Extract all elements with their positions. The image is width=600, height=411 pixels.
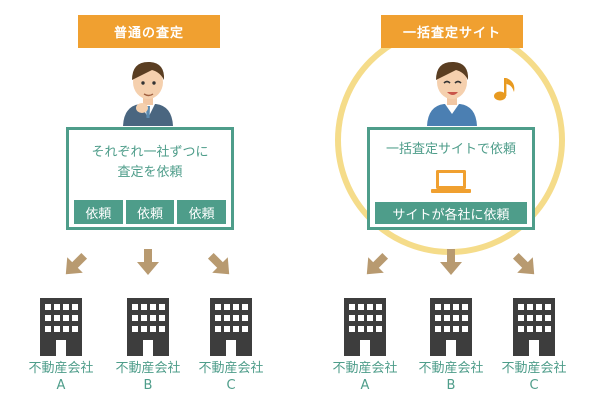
company-label-left-b: 不動産会社 B <box>115 361 181 393</box>
laptop-icon <box>431 170 471 193</box>
company-label-left-a: 不動産会社 A <box>28 361 94 393</box>
bulk-assessment-header: 一括査定サイト <box>381 15 523 48</box>
bulk-assessment-header-text: 一括査定サイト <box>402 26 501 41</box>
person-happy-icon <box>427 61 477 126</box>
building-icon <box>40 298 82 356</box>
individual-request-panel: それぞれ一社ずつに 査定を依頼 依頼 依頼 依頼 <box>66 127 234 230</box>
music-note-icon <box>494 78 515 101</box>
company-label-right-c: 不動産会社 C <box>501 361 567 393</box>
bulk-request-panel: 一括査定サイトで依頼 サイトが各社に依頼 <box>367 127 535 230</box>
building-icon <box>430 298 472 356</box>
company-label-right-a: 不動産会社 A <box>332 361 398 393</box>
arrow-icon <box>359 248 393 282</box>
arrow-icon <box>508 248 542 282</box>
arrow-icon <box>58 248 92 282</box>
building-icon <box>127 298 169 356</box>
request-chip-a: 依頼 <box>74 200 123 224</box>
panel-line-2: 査定を依頼 <box>117 165 183 180</box>
building-icon <box>210 298 252 356</box>
panel-line-1: それぞれ一社ずつに <box>91 145 209 160</box>
building-icon <box>513 298 555 356</box>
company-label-right-b: 不動産会社 B <box>418 361 484 393</box>
request-chip-c: 依頼 <box>177 200 227 224</box>
request-chip-b: 依頼 <box>125 200 175 224</box>
person-thinking-icon <box>123 61 173 127</box>
building-icon <box>344 298 386 356</box>
bulk-panel-line-1: 一括査定サイトで依頼 <box>385 142 516 157</box>
arrow-icon <box>203 248 237 282</box>
site-request-bar: サイトが各社に依頼 <box>375 202 527 224</box>
normal-assessment-header: 普通の査定 <box>78 15 220 48</box>
arrow-icon <box>137 249 159 275</box>
company-label-left-c: 不動産会社 C <box>198 361 264 393</box>
normal-assessment-header-text: 普通の査定 <box>113 26 184 41</box>
